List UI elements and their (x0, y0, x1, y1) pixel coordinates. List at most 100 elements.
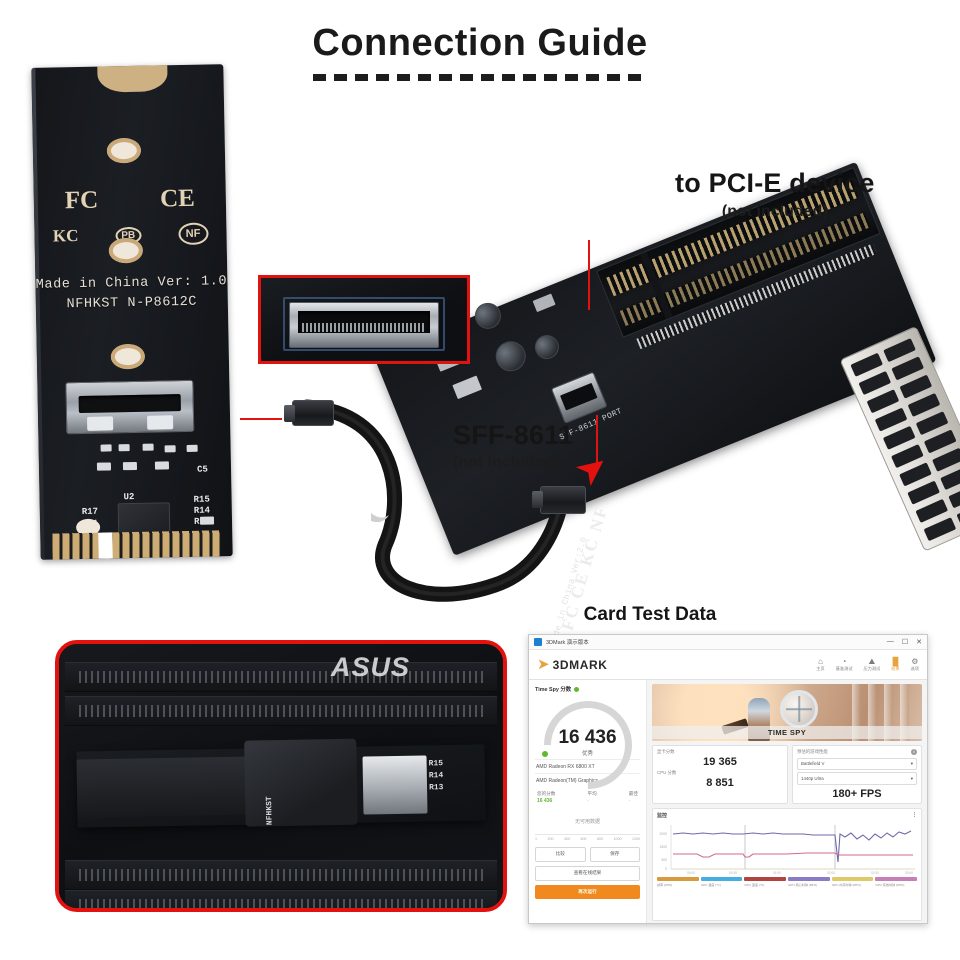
graphics-score-card: 显卡分数 19 365 CPU 分数 8 851 (652, 745, 788, 804)
hero-title-band: TIME SPY (652, 726, 922, 739)
mounting-hole-middle (108, 237, 144, 264)
x-tick: 03:00 (905, 871, 913, 875)
motherboard-installation-photo: ASUS NFHKST R15 R14 R13 (55, 640, 507, 912)
nav-item-results[interactable]: █ 结果 (891, 657, 899, 672)
legend-swatch (788, 876, 830, 881)
legend-swatch (875, 876, 918, 881)
title-dashed-rule (312, 74, 648, 81)
hero-magnifier-icon (780, 690, 818, 728)
info-icon[interactable]: i (911, 749, 917, 755)
card-top-pad (96, 64, 168, 93)
cpu-score-label-text: CPU 分数 (657, 770, 677, 775)
y-tick: 0 (665, 867, 667, 871)
nf-mark: NF (177, 222, 209, 246)
connector-tab-left (87, 416, 114, 431)
cable-tie (371, 513, 389, 523)
gpu-core-clock-series (672, 830, 912, 862)
x-tick: 00:00 (687, 871, 695, 875)
sff-cable-label: SFF-8611 (453, 420, 574, 450)
cable-connector-tip (284, 405, 295, 422)
game-performance-card: 预估的游戏性能 i Battlefield V ▾ 1440p Ultra ▾ … (792, 745, 922, 804)
app-nav[interactable]: ⌂ 主页 ◔ 基准测试 ⛰ 压力测试 █ 结果 ⚙ 选项 (816, 657, 919, 672)
monitor-title: 监控 (657, 812, 668, 819)
leader-line-sff-label (596, 415, 598, 467)
legend-item: 帧率 (FPS) (657, 876, 699, 887)
your-score-col: 您的分数 16 436 (537, 791, 555, 804)
legend-label: 帧率 (FPS) (657, 882, 673, 887)
leader-line-board-port (588, 240, 590, 310)
game-select[interactable]: Battlefield V ▾ (797, 757, 917, 770)
closeup-connector-body (289, 302, 439, 348)
status-dot-icon (574, 686, 580, 692)
nav-label-stress: 压力测试 (863, 666, 881, 671)
preset-select[interactable]: 1440p Ultra ▾ (797, 772, 917, 785)
cable-connector-right (532, 486, 586, 514)
smd-part (186, 444, 198, 452)
benchmark-icon: ◔ (841, 657, 847, 666)
cpu-score-label: CPU 分数 (657, 770, 783, 776)
legend-label: GPU 内存时钟 (MHz) (831, 882, 861, 887)
chevron-down-icon: ▾ (910, 760, 913, 766)
silk-r14: R14 (193, 505, 211, 516)
card-test-data-title: Card Test Data (583, 604, 717, 625)
ram-slot (65, 696, 497, 726)
legend-item: GPU 内存时钟 (MHz) (831, 876, 874, 887)
nav-label-results: 结果 (891, 666, 900, 671)
total-score-value: 16 436 (558, 727, 617, 748)
nav-item-benchmark[interactable]: ◔ 基准测试 (836, 657, 853, 672)
score-action-buttons: 比较 保存 (535, 847, 640, 862)
cable-connector-tip (532, 491, 543, 508)
cable-highlight (305, 405, 563, 597)
installed-m2-card: NFHKST R15 R14 R13 (76, 738, 486, 828)
hero-title-text: TIME SPY (767, 728, 807, 737)
axis-tick: 1000 (613, 837, 622, 841)
window-title: 3DMark 演示版本 (546, 640, 589, 646)
legend-swatch (831, 876, 874, 881)
smd-part (199, 516, 215, 525)
nav-item-stress[interactable]: ⛰ 压力测试 (863, 657, 880, 672)
hero-column (852, 684, 861, 741)
average-value: - (587, 798, 590, 803)
minimize-button[interactable]: — (886, 638, 894, 645)
compare-button[interactable]: 比较 (535, 847, 586, 862)
installed-sff-port (362, 755, 428, 815)
score-sidebar: Time Spy 分数 16 436 优秀 AMD Radeon RX 6800… (529, 680, 651, 923)
m2-adapter-card: FC CE KC PB NF Made in China Ver: 1.0 NF… (31, 64, 233, 560)
hero-column (900, 684, 909, 741)
installed-card-silk-r: R14 (428, 771, 444, 781)
close-button[interactable]: ✕ (916, 639, 922, 646)
installed-cable-connector (244, 738, 358, 827)
monitor-header: 监控 ⋮ (657, 812, 917, 819)
pcie-device-label: to PCI-E device (675, 168, 875, 198)
maximize-button[interactable]: ☐ (901, 639, 909, 646)
x-tick: 00:30 (729, 871, 737, 875)
best-col: 最佳 - (629, 791, 638, 804)
save-button[interactable]: 保存 (589, 847, 640, 862)
nav-item-settings[interactable]: ⚙ 选项 (911, 657, 919, 672)
card-model-text: NFHKST N-P8612C (66, 294, 198, 313)
benchmark-screenshot-window: 3DMark 演示版本 — ☐ ✕ ➤ 3DMARK ⌂ 主页 ◔ 基准测试 ⛰… (528, 634, 928, 924)
app-logo: ➤ 3DMARK (537, 657, 608, 672)
x-tick: 02:00 (827, 871, 835, 875)
pcie-device-note: (not included) (721, 203, 828, 220)
axis-tick: 600 (580, 837, 587, 841)
fcc-mark: FC (64, 186, 99, 215)
sff8611-cable (299, 399, 569, 602)
no-data-message: 无可用数据 (574, 819, 600, 825)
view-online-results-button[interactable]: 查看在线结果 (535, 865, 640, 881)
score-comparison: 您的分数 16 436 平均 - 最佳 - (535, 787, 640, 806)
app-icon (534, 638, 542, 646)
app-body: Time Spy 分数 16 436 优秀 AMD Radeon RX 6800… (529, 680, 927, 923)
run-again-button[interactable]: 再次运行 (535, 884, 640, 900)
smd-part (142, 443, 154, 451)
x-tick: 01:00 (773, 871, 781, 875)
chevron-down-icon: ▾ (910, 775, 913, 781)
installed-card-silk-r: R15 (428, 759, 444, 769)
hero-column (868, 684, 877, 741)
capacitor (491, 336, 531, 376)
smd-part (122, 461, 138, 471)
legend-label: GPU 核心时钟 (MHz) (788, 882, 818, 887)
window-controls[interactable]: — ☐ ✕ (887, 638, 922, 646)
monitor-menu-icon[interactable]: ⋮ (912, 811, 917, 818)
nav-item-home[interactable]: ⌂ 主页 (816, 657, 824, 672)
